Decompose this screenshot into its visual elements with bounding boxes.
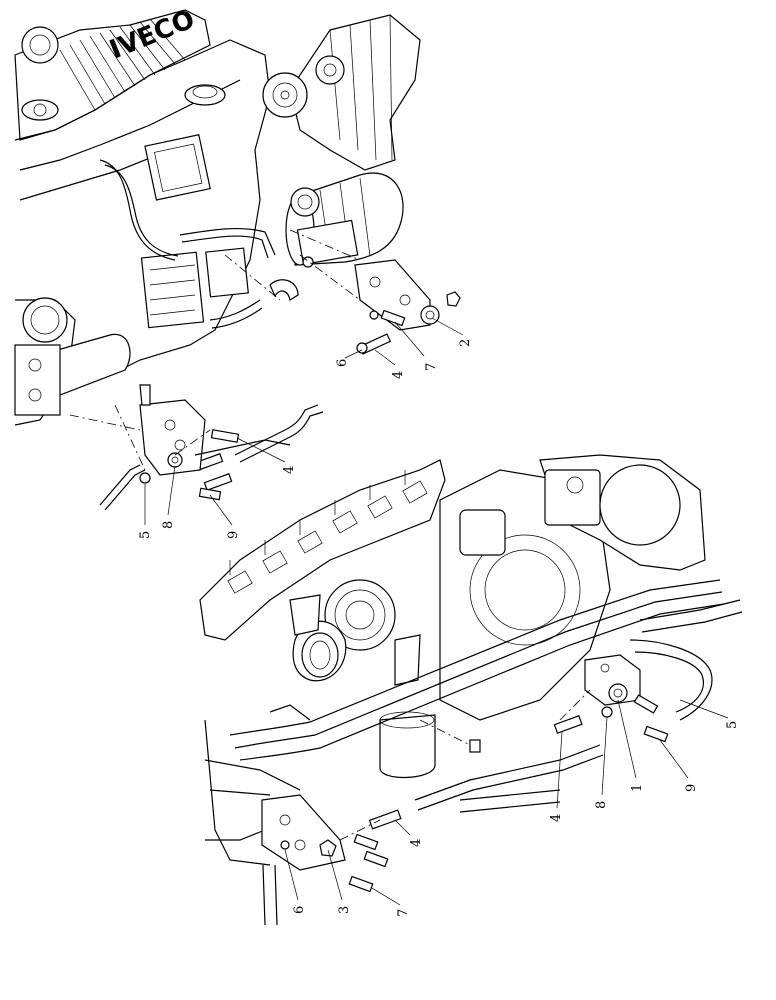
callout-1-lower: 1 [630, 784, 645, 792]
callout-6-upper: 6 [335, 359, 350, 367]
callouts-lower: 5 4 8 1 9 4 6 3 7 [284, 699, 740, 917]
callout-6-lower: 6 [292, 906, 307, 914]
callout-5-lower: 5 [725, 721, 740, 729]
callout-5-upper: 5 [138, 531, 153, 539]
callout-9-upper: 9 [226, 531, 241, 539]
upper-engine-assembly: IVECO [14, 4, 461, 511]
callout-2-upper: 2 [458, 339, 473, 347]
callout-8-upper: 8 [161, 521, 176, 529]
callout-3-lower: 3 [337, 906, 352, 914]
callout-4-lower-b: 4 [409, 839, 424, 847]
callout-7-lower: 7 [396, 909, 411, 917]
callout-4-lower-a: 4 [549, 814, 564, 822]
callout-7-upper: 7 [424, 363, 439, 371]
callout-8-lower: 8 [594, 801, 609, 809]
callouts-upper: 2 6 7 4 4 5 8 9 [138, 317, 473, 539]
callout-9-lower: 9 [684, 784, 699, 792]
callout-4-upper-a: 4 [391, 371, 406, 379]
bolt-group-lower [319, 694, 669, 893]
bolt-group-upper [139, 291, 461, 501]
lower-engine-assembly [199, 454, 743, 926]
callout-4-upper-b: 4 [282, 466, 297, 474]
